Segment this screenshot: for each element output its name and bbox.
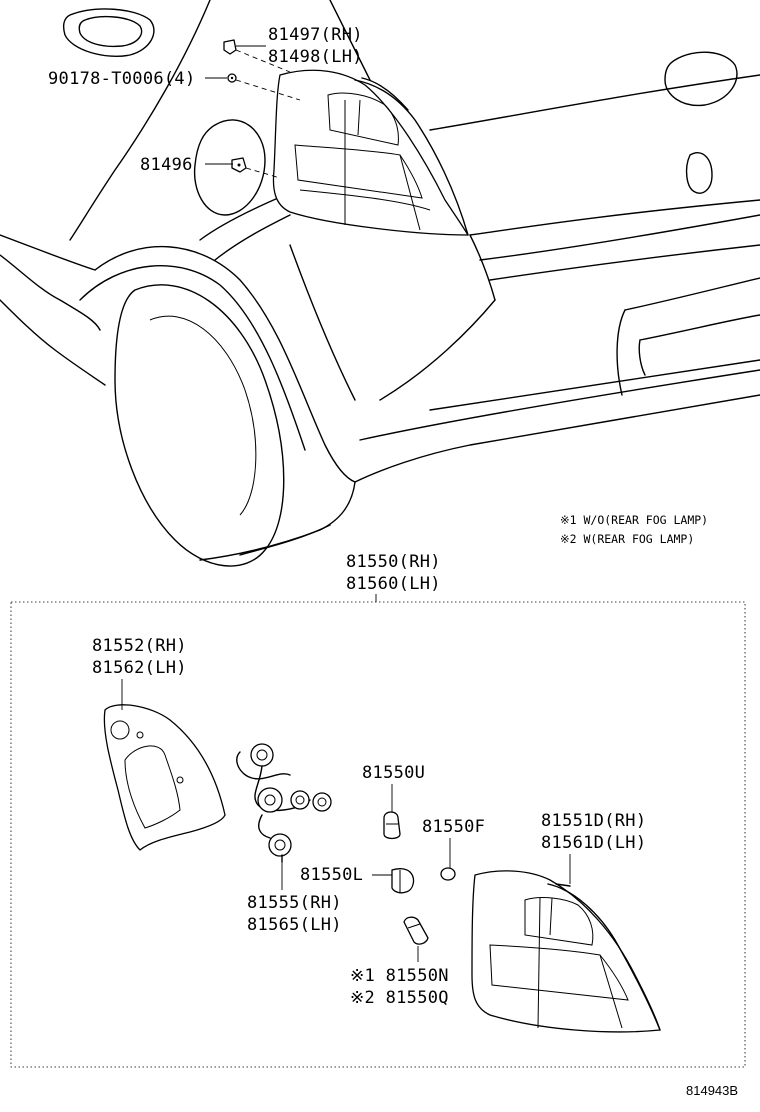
bulb-81550u — [383, 811, 401, 840]
label-81498-lh: 81498(LH) — [268, 47, 363, 67]
label-90178: 90178-T0006(4) — [48, 69, 196, 89]
label-81497-rh: 81497(RH) — [268, 25, 363, 45]
label-81550f: 81550F — [422, 817, 485, 837]
label-81550-rh: 81550(RH) — [346, 552, 441, 572]
lamp-lens-body — [471, 870, 661, 1033]
label-81552-rh: 81552(RH) — [92, 636, 187, 656]
label-81496: 81496 — [140, 155, 193, 175]
car-body-illustration — [0, 0, 760, 567]
label-81550n: ※1 81550N — [350, 966, 449, 986]
lamp-gasket — [103, 704, 226, 851]
label-81550q: ※2 81550Q — [350, 988, 449, 1008]
bulb-81550n-81550q — [403, 916, 429, 945]
label-81555-rh: 81555(RH) — [247, 893, 342, 913]
note-without-fog-lamp: ※1 W/O(REAR FOG LAMP) — [560, 513, 708, 527]
socket-and-wire-harness — [236, 743, 332, 863]
label-81560-lh: 81560(LH) — [346, 574, 441, 594]
diagram-code: 814943B — [686, 1083, 738, 1098]
bulb-81550f — [440, 867, 456, 881]
label-81551d-rh: 81551D(RH) — [541, 811, 646, 831]
label-81562-lh: 81562(LH) — [92, 658, 187, 678]
note-with-fog-lamp: ※2 W(REAR FOG LAMP) — [560, 532, 694, 546]
label-81550l: 81550L — [300, 865, 363, 885]
label-81561d-lh: 81561D(LH) — [541, 833, 646, 853]
label-81565-lh: 81565(LH) — [247, 915, 342, 935]
bulb-81550l — [391, 868, 415, 894]
label-81550u: 81550U — [362, 763, 425, 783]
assembly-frame — [10, 601, 746, 1068]
